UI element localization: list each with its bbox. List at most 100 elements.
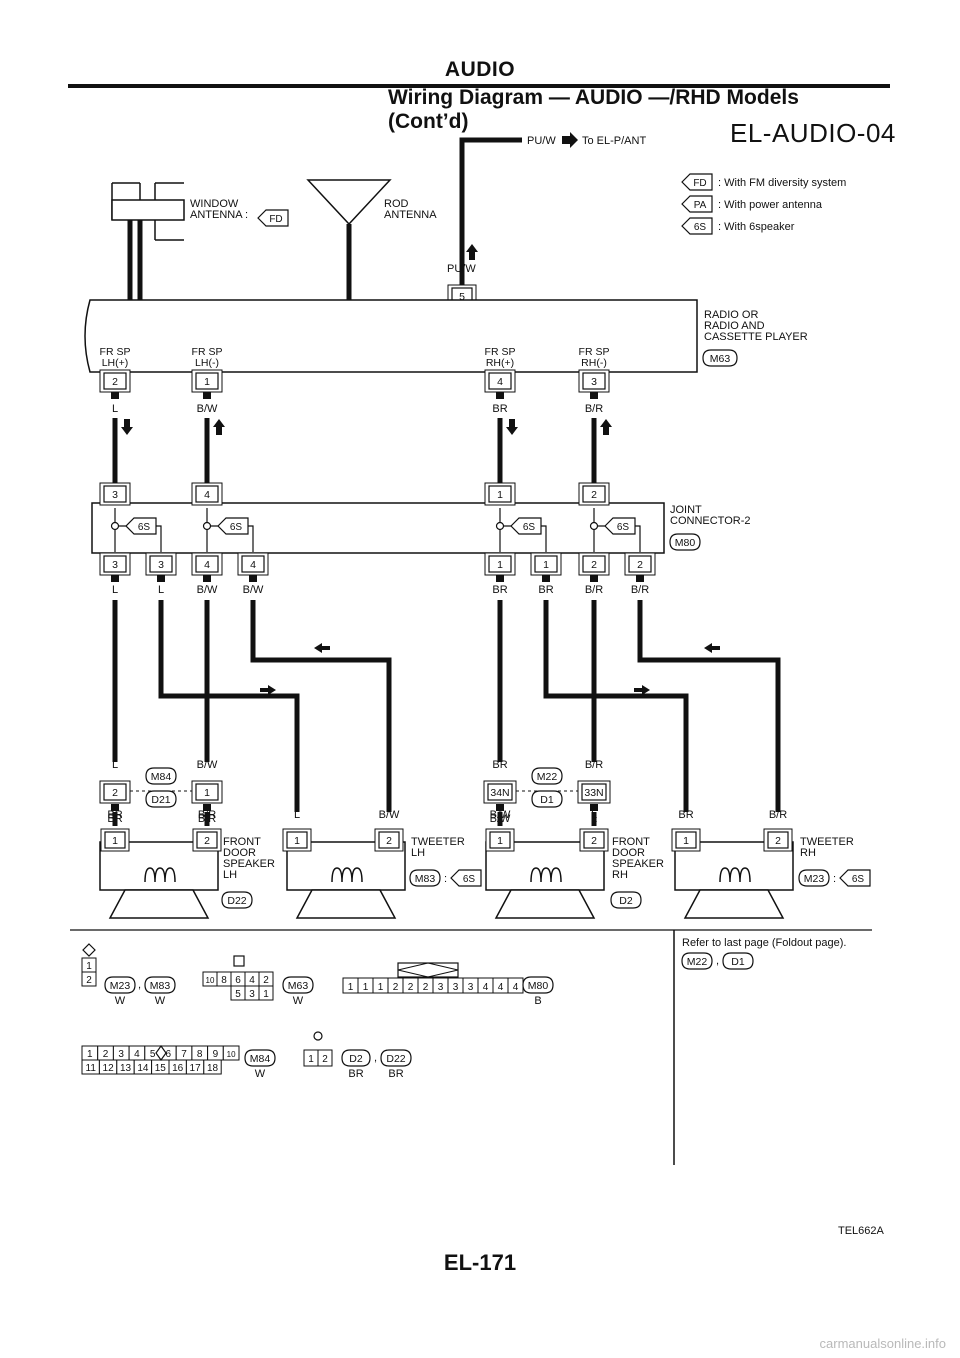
legend-text: : With 6speaker [718,221,795,233]
connector-view-1-tag-a [104,976,136,994]
radio-unit-name: CASSETTE PLAYER [704,331,808,343]
joint-bottom-terminal [203,575,211,582]
speaker-pin [489,831,511,849]
connector-view-4-pin: 6 [166,1049,172,1060]
connector-view-2-tag [282,976,314,994]
inline-right-pin-number: 34N [490,787,509,799]
radio-pin-3 [582,372,606,390]
radio-pin-label: FR SP [579,346,610,358]
speaker-pin-number: 2 [591,835,597,847]
joint-option-tag-label: 6S [523,522,536,533]
connector-view-2-tag-label: M63 [288,980,309,992]
connector-view-4-pin: 4 [134,1049,140,1060]
speaker-connector-tag-label: M83 [415,873,436,885]
connector-view-4-cell [203,1059,222,1075]
speaker-wire-color: L [294,809,300,821]
joint-wire-color: B/R [631,584,649,596]
speaker-wire-color: BR [678,809,693,821]
radio-pin-label: LH(+) [102,357,129,369]
radio-pin-label: FR SP [485,346,516,358]
speaker-name: LH [411,847,425,859]
connector-view-3-pin: 1 [363,982,369,993]
joint-top-pin-3-number: 3 [112,489,118,501]
speaker-connector-tag [409,869,441,887]
speaker-pin [583,831,605,849]
joint-bottom-pin-4-number: 4 [250,559,256,571]
window-antenna-label: ANTENNA : [190,209,248,221]
speaker-coil-icon [144,867,176,883]
legend-tag-pa-label: PA [694,200,707,211]
connector-view-4-pin: 7 [181,1049,187,1060]
joint-wire-color: B/W [197,584,218,596]
joint-splice-point [110,521,120,531]
speaker-name: LH [223,869,237,881]
radio-unit-name: RADIO OR [704,309,758,321]
joint-wire-color: L [158,584,164,596]
joint-bottom-pin-1-number: 1 [543,559,549,571]
speaker-coil-icon [331,867,363,883]
radio-pin-4 [488,372,512,390]
inline-left-pin-number: 2 [112,787,118,799]
joint-connector-name: JOINT [670,504,702,516]
radio-wire-color: B/R [585,403,603,415]
joint-bottom-pin-3 [103,555,127,573]
inline-left-pin [103,783,127,801]
inline-left-pin [195,783,219,801]
foldout-connector-tag-a [681,952,713,970]
speaker-connector-tag-label: D22 [227,895,246,907]
connector-view-5-pin: 2 [322,1054,328,1065]
radio-pin-terminal [496,392,504,399]
speaker-coil-icon [530,867,562,883]
inline-left-pin-number: 1 [204,787,210,799]
joint-bottom-pin-3-number: 3 [112,559,118,571]
speaker-name: SPEAKER [223,858,275,870]
joint-splice-point [495,521,505,531]
connector-view-4-pin: 2 [103,1049,109,1060]
joint-connector-tag-label: M80 [675,537,696,549]
window-antenna-tag [257,209,289,227]
header-rule [68,84,890,88]
joint-wire-color: L [112,584,118,596]
connector-view-3-pin: 3 [468,982,474,993]
connector-view-3-pin: 1 [348,982,354,993]
speaker-wire-color: L [591,809,597,821]
connector-view-2-pin: 3 [249,989,255,1000]
joint-wire-color: BR [492,584,507,596]
connector-view-3-pin: 3 [453,982,459,993]
radio-pin-label: FR SP [192,346,223,358]
speaker-name: RH [612,869,628,881]
joint-option-tag-label: 6S [138,522,151,533]
radio-pin-terminal [590,392,598,399]
connector-view-3-pin: 4 [498,982,504,993]
speaker-option-tag [839,869,871,887]
speaker-tag-colon: : [444,873,447,885]
radio-wire-color: B/W [197,403,218,415]
connector-comma: , [374,1052,377,1064]
legend-tag-fd-label: FD [693,178,706,189]
radio-pin-label: RH(-) [581,357,607,369]
speaker-wire-color: B/R [769,809,787,821]
signal-direction-arrow [506,419,518,435]
speaker-name: TWEETER [800,836,854,848]
connector-view-5-pin: 1 [308,1054,314,1065]
connector-view-1-pin: 1 [86,961,92,972]
connector-view-4-pin: 16 [172,1063,184,1074]
radio-pin-label: FR SP [100,346,131,358]
connector-view-4-pin: 14 [137,1063,149,1074]
speaker-coil-icon [719,867,751,883]
connector-view-3-pin: 2 [408,982,414,993]
joint-bottom-pin-4 [241,555,265,573]
speaker-option-tag [450,869,482,887]
connector-view-5-cell [317,1049,333,1067]
speaker-pin-number: 1 [294,835,300,847]
connector-view-4-pin: 9 [213,1049,219,1060]
radio-pin-2 [103,372,127,390]
connector-view-3-tag-label: M80 [528,980,549,992]
speaker-pin [104,831,126,849]
joint-bottom-terminal [157,575,165,582]
joint-bottom-pin-1-number: 1 [497,559,503,571]
speaker-pin [286,831,308,849]
inline-right-tag-bottom [531,790,563,808]
joint-connector-tag [669,533,701,551]
connector-view-2-pin: 2 [263,975,269,986]
